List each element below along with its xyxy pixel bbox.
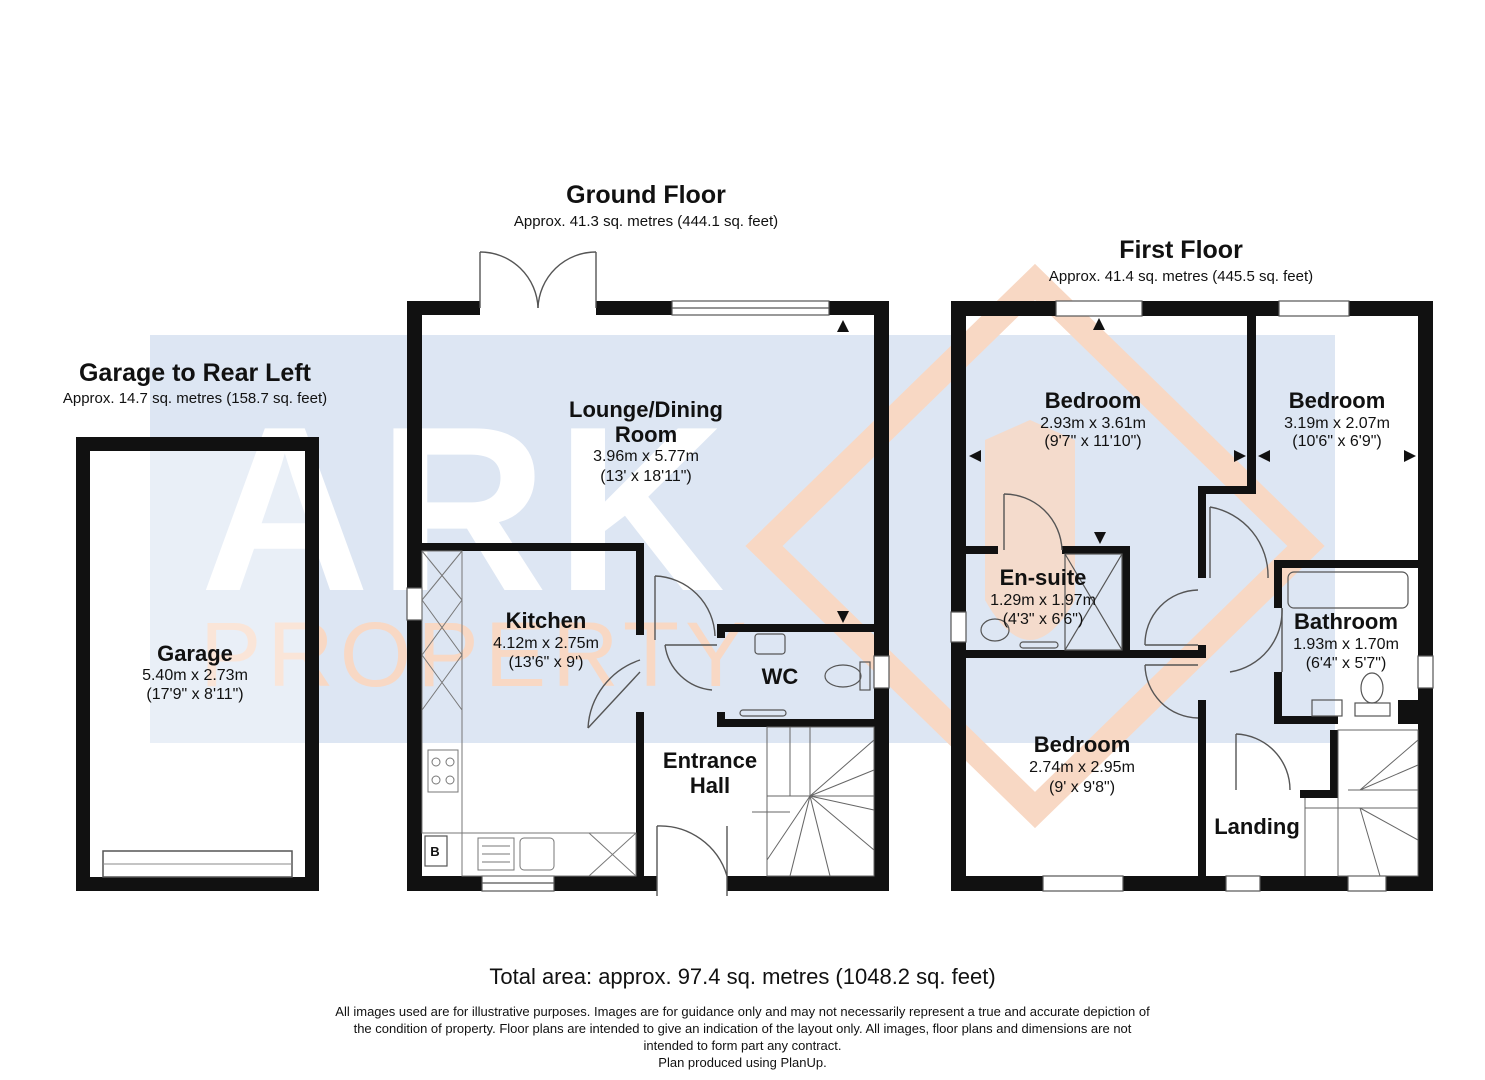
arrow-right-icon <box>1234 450 1246 462</box>
watermark-logo: ARK PROPERTY <box>150 263 1335 829</box>
watermark-house-icon <box>985 420 1075 640</box>
first-floor-windows <box>950 300 1434 892</box>
first-floor-arrows <box>969 318 1416 544</box>
garage-room-name: Garage <box>157 641 233 666</box>
garage-plan: Garage to Rear Left Approx. 14.7 sq. met… <box>63 359 327 891</box>
first-floor-inner-walls <box>966 316 1418 876</box>
arrow-down-icon <box>837 611 849 623</box>
lounge-name-line2: Room <box>615 422 677 447</box>
garage-room-dims-ft: (17'9" x 8'11") <box>146 686 243 703</box>
bathroom-dims-ft: (6'4" x 5'7") <box>1306 655 1387 672</box>
bedroom1-name: Bedroom <box>1045 388 1142 413</box>
bedroom2-dims-ft: (10'6" x 6'9") <box>1292 433 1382 450</box>
first-floor-area: Approx. 41.4 sq. metres (445.5 sq. feet) <box>1049 268 1313 285</box>
ground-floor-area: Approx. 41.3 sq. metres (444.1 sq. feet) <box>514 213 778 230</box>
wc-fixtures <box>739 633 871 717</box>
hall-name-line1: Entrance <box>663 748 757 773</box>
bedroom3-dims-m: 2.74m x 2.95m <box>1029 759 1135 776</box>
disclaimer-line: All images used are for illustrative pur… <box>335 1004 1150 1019</box>
arrow-up-icon <box>1093 318 1105 330</box>
garage-area: Approx. 14.7 sq. metres (158.7 sq. feet) <box>63 390 327 407</box>
disclaimer-line: intended to form part any contract. <box>643 1038 842 1053</box>
kitchen-dims-m: 4.12m x 2.75m <box>493 635 599 652</box>
watermark-box <box>150 335 1335 743</box>
ensuite-dims-ft: (4'3" x 6'6") <box>1003 611 1084 628</box>
lounge-name-line1: Lounge/Dining <box>569 397 723 422</box>
bedroom1-dims-ft: (9'7" x 11'10") <box>1044 433 1141 450</box>
arrow-down-icon <box>1094 532 1106 544</box>
first-floor-stairs <box>1304 729 1419 877</box>
kitchen-units <box>421 550 637 877</box>
disclaimer-line: Plan produced using PlanUp. <box>658 1055 827 1070</box>
ground-floor-title: Ground Floor <box>566 181 726 209</box>
lounge-dims-m: 3.96m x 5.77m <box>593 448 699 465</box>
disclaimer: All images used are for illustrative pur… <box>0 1003 1485 1071</box>
french-doors <box>479 251 597 309</box>
arrow-left-icon <box>969 450 981 462</box>
bathroom-name: Bathroom <box>1294 609 1398 634</box>
garage-walls <box>76 437 319 891</box>
garage-title: Garage to Rear Left <box>79 359 312 387</box>
ground-floor-windows <box>406 300 890 892</box>
first-floor-plan: First Floor Approx. 41.4 sq. metres (445… <box>950 236 1434 892</box>
landing-name: Landing <box>1214 814 1300 839</box>
ground-floor-door-swings <box>587 575 728 896</box>
bathroom-dims-m: 1.93m x 1.70m <box>1293 636 1399 653</box>
hall-name-line2: Hall <box>690 773 730 798</box>
bedroom2-name: Bedroom <box>1289 388 1386 413</box>
wc-name: WC <box>762 664 799 689</box>
bedroom2-dims-m: 3.19m x 2.07m <box>1284 415 1390 432</box>
lounge-dims-ft: (13' x 18'11") <box>600 468 692 485</box>
garage-room-dims-m: 5.40m x 2.73m <box>142 667 248 684</box>
kitchen-dims-ft: (13'6" x 9') <box>509 654 584 671</box>
bedroom1-dims-m: 2.93m x 3.61m <box>1040 415 1146 432</box>
boiler-label: B <box>430 844 439 859</box>
ground-floor-plan: Ground Floor Approx. 41.3 sq. metres (44… <box>406 181 890 896</box>
boiler-box <box>424 835 448 867</box>
ground-floor-inner-walls <box>422 543 874 876</box>
first-floor-door-swings <box>1003 493 1291 791</box>
arrow-left-icon <box>1258 450 1270 462</box>
watermark-diamond-icon <box>745 263 1325 829</box>
ground-floor-stairs <box>752 726 875 877</box>
bedroom3-name: Bedroom <box>1034 732 1131 757</box>
ensuite-dims-m: 1.29m x 1.97m <box>990 592 1096 609</box>
ensuite-fixtures <box>980 553 1123 651</box>
total-area: Total area: approx. 97.4 sq. metres (104… <box>489 964 996 989</box>
ground-floor-arrows <box>837 320 849 623</box>
kitchen-name: Kitchen <box>506 608 587 633</box>
arrow-up-icon <box>837 320 849 332</box>
bedroom3-dims-ft: (9' x 9'8") <box>1049 779 1115 796</box>
disclaimer-line: the condition of property. Floor plans a… <box>353 1021 1132 1036</box>
first-floor-title: First Floor <box>1119 236 1243 264</box>
arrow-right-icon <box>1404 450 1416 462</box>
ensuite-name: En-suite <box>1000 565 1087 590</box>
bathroom-fixtures <box>1287 571 1409 717</box>
